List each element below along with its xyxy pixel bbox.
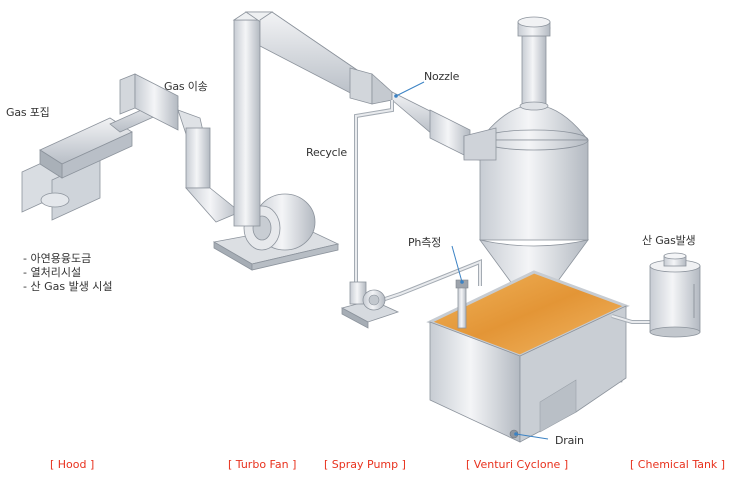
nozzle-label: Nozzle bbox=[424, 70, 460, 83]
recycle-pipe bbox=[354, 100, 482, 302]
spray-pump bbox=[340, 281, 400, 329]
label-pointers bbox=[394, 81, 549, 440]
venturi-cyclone bbox=[463, 16, 589, 333]
chemical-tank bbox=[649, 252, 701, 338]
acid-gas-label: 산 Gas발생 bbox=[642, 234, 696, 247]
gas-transfer-duct bbox=[119, 73, 241, 223]
drain-label: Drain bbox=[555, 434, 584, 447]
liquid-tank bbox=[426, 270, 650, 443]
gas-transfer-label: Gas 이송 bbox=[164, 80, 208, 93]
top-duct bbox=[244, 11, 497, 163]
caption-venturi-cyclone: [ Venturi Cyclone ] bbox=[466, 458, 569, 471]
caption-hood: [ Hood ] bbox=[50, 458, 95, 471]
gas-capture-label: Gas 포집 bbox=[6, 106, 50, 119]
recycle-label: Recycle bbox=[306, 146, 347, 159]
source-item-acid-gas: - 산 Gas 발생 시설 bbox=[23, 280, 113, 293]
ph-meter-label: Ph측정 bbox=[408, 236, 442, 249]
caption-turbo-fan: [ Turbo Fan ] bbox=[228, 458, 297, 471]
caption-spray-pump: [ Spray Pump ] bbox=[324, 458, 406, 471]
source-item-heat-treatment: - 열처리시설 bbox=[23, 266, 82, 279]
source-item-galvanizing: - 아연용융도금 bbox=[23, 252, 92, 265]
caption-chemical-tank: [ Chemical Tank ] bbox=[630, 458, 726, 471]
